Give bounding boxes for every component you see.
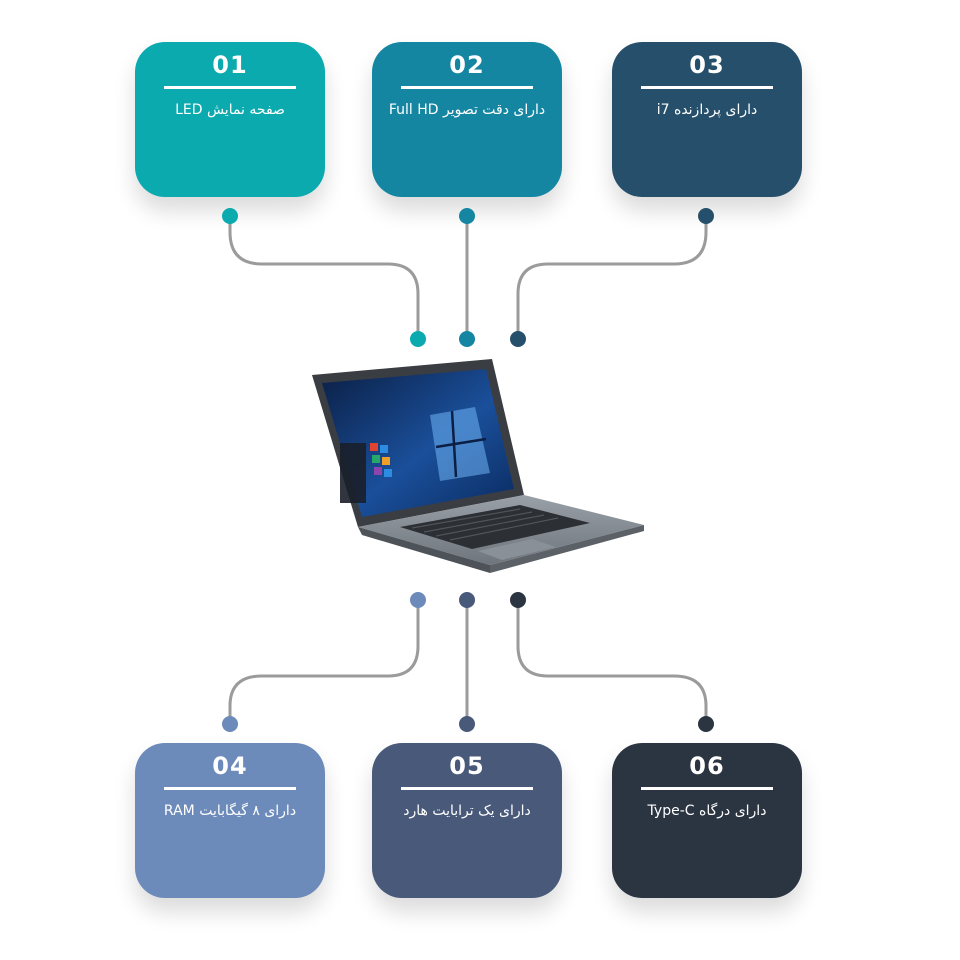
connector-line-3 — [516, 218, 708, 340]
connector-dot-bottom-5 — [459, 716, 475, 732]
feature-number: 02 — [449, 51, 485, 79]
feature-number: 05 — [449, 752, 485, 780]
connector-dot-mid-5 — [459, 592, 475, 608]
connector-dot-mid-1 — [410, 331, 426, 347]
connector-dot-mid-6 — [510, 592, 526, 608]
divider — [641, 86, 773, 89]
feature-text: دارای دقت تصویر Full HD — [388, 102, 546, 118]
divider — [164, 86, 296, 89]
feature-card-6: 06 دارای درگاه Type-C — [612, 743, 802, 898]
feature-text: دارای درگاه Type-C — [647, 803, 767, 819]
feature-card-2: 02 دارای دقت تصویر Full HD — [372, 42, 562, 197]
feature-number: 03 — [689, 51, 725, 79]
feature-text: دارای ۸ گیگابایت RAM — [163, 803, 297, 819]
feature-text: صفحه نمایش LED — [175, 102, 285, 118]
connector-dot-top-1 — [222, 208, 238, 224]
laptop-icon — [312, 359, 644, 573]
divider — [401, 787, 533, 790]
divider — [401, 86, 533, 89]
feature-number: 01 — [212, 51, 248, 79]
feature-number: 04 — [212, 752, 248, 780]
connector-dot-bottom-4 — [222, 716, 238, 732]
connector-dot-bottom-6 — [698, 716, 714, 732]
connector-dot-top-2 — [459, 208, 475, 224]
feature-card-1: 01 صفحه نمایش LED — [135, 42, 325, 197]
connector-line-4 — [228, 602, 420, 724]
divider — [641, 787, 773, 790]
connector-dot-top-3 — [698, 208, 714, 224]
connector-line-1 — [228, 218, 420, 340]
connector-dot-mid-3 — [510, 331, 526, 347]
connector-line-6 — [516, 602, 708, 724]
feature-card-5: 05 دارای یک ترابایت هارد — [372, 743, 562, 898]
feature-text: دارای پردازنده i7 — [656, 102, 758, 118]
feature-number: 06 — [689, 752, 725, 780]
connector-dot-mid-2 — [459, 331, 475, 347]
divider — [164, 787, 296, 790]
connector-dot-mid-4 — [410, 592, 426, 608]
feature-card-4: 04 دارای ۸ گیگابایت RAM — [135, 743, 325, 898]
feature-text: دارای یک ترابایت هارد — [403, 803, 531, 819]
feature-card-3: 03 دارای پردازنده i7 — [612, 42, 802, 197]
